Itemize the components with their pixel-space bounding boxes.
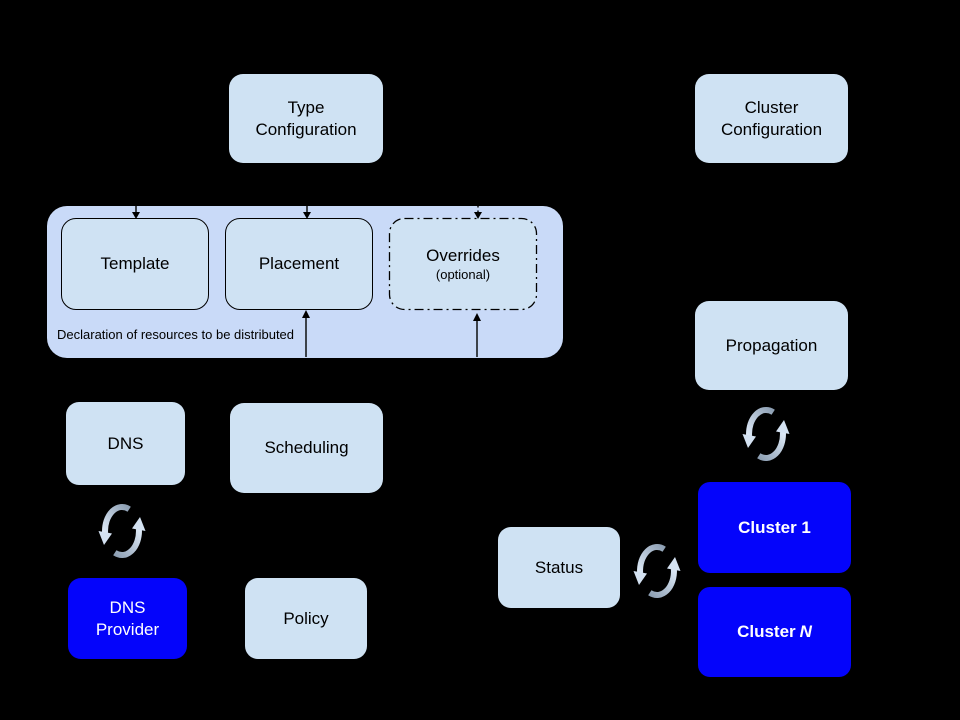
status-box: Status — [498, 527, 620, 608]
dns-provider-box: DNS Provider — [68, 578, 187, 659]
status-label: Status — [534, 557, 584, 577]
overrides-optional-note: (optional) — [435, 267, 491, 282]
overrides-label: Overrides (optional) — [426, 245, 500, 283]
scheduling-label: Scheduling — [264, 438, 349, 457]
sync-arrows-icon — [743, 410, 790, 458]
placement-label: Placement — [258, 254, 340, 273]
overrides-title: Overrides — [426, 246, 500, 265]
policy-label: Policy — [283, 608, 329, 628]
scheduling-box: Scheduling — [230, 403, 383, 493]
sync-arrows-icon — [634, 547, 681, 595]
propagation-label: Propagation — [725, 335, 818, 355]
type-configuration-label: Type Configuration — [255, 97, 357, 139]
placement-box: Placement — [225, 218, 373, 310]
cluster-1-box: Cluster 1 — [698, 482, 851, 573]
cluster-n-variable: N — [799, 622, 812, 641]
dns-provider-label: DNS Provider — [95, 597, 160, 639]
dns-label: DNS — [107, 433, 144, 453]
cluster-n-prefix: Cluster — [737, 622, 796, 641]
dns-box: DNS — [66, 402, 185, 485]
cluster-1-label: Cluster 1 — [738, 517, 811, 537]
declaration-caption: Declaration of resources to be distribut… — [57, 327, 295, 342]
type-configuration-box: Type Configuration — [229, 74, 383, 163]
template-label: Template — [100, 254, 170, 273]
overrides-box: Overrides (optional) — [389, 218, 537, 310]
template-box: Template — [61, 218, 209, 310]
cluster-configuration-label: Cluster Configuration — [720, 97, 823, 139]
cluster-configuration-box: Cluster Configuration — [695, 74, 848, 163]
policy-box: Policy — [245, 578, 367, 659]
propagation-box: Propagation — [695, 301, 848, 390]
sync-arrows-icon — [99, 507, 146, 555]
